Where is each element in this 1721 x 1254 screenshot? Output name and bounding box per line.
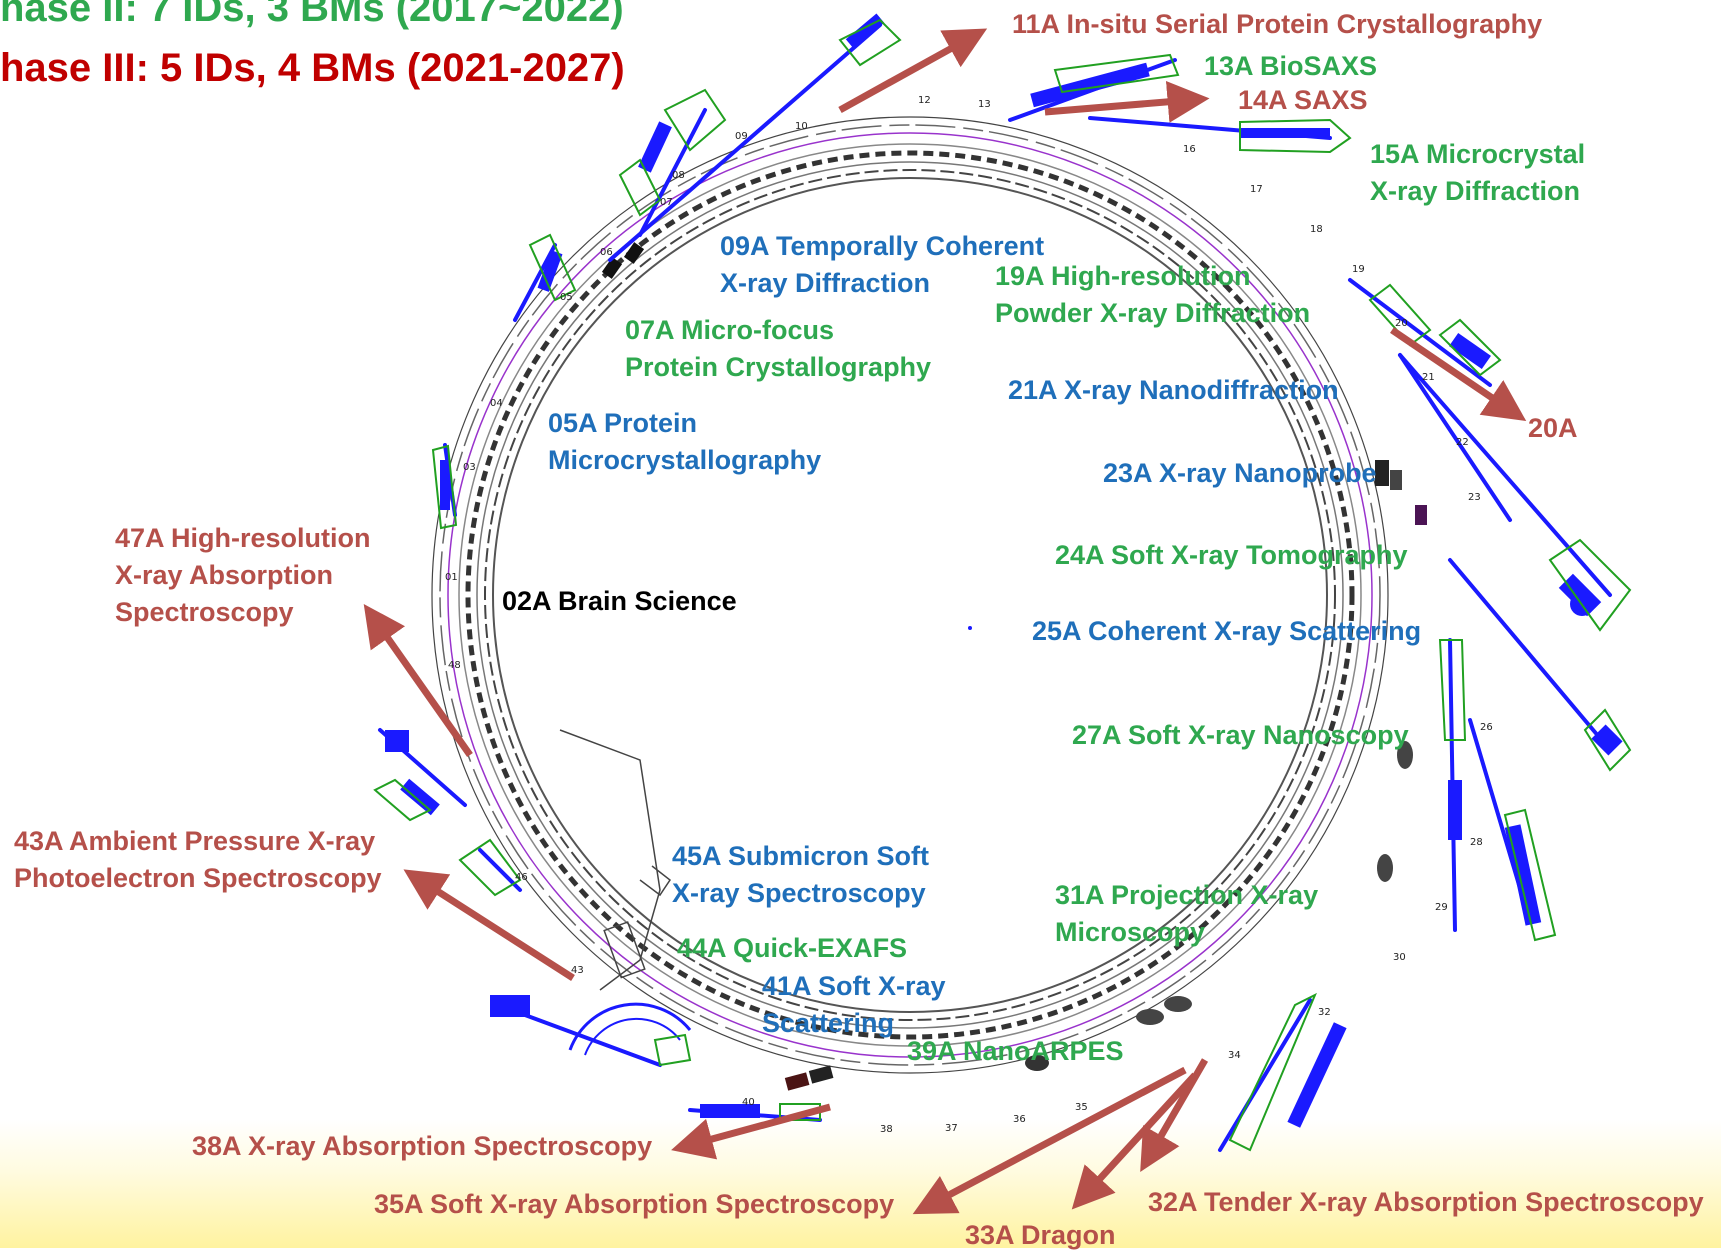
svg-text:40: 40 xyxy=(742,1097,755,1108)
label-35A: 35A Soft X-ray Absorption Spectroscopy xyxy=(374,1189,895,1219)
label-14A: 14A SAXS xyxy=(1238,85,1368,115)
svg-text:34: 34 xyxy=(1228,1050,1241,1061)
yellow-footer-gradient xyxy=(0,1120,1721,1248)
label-33A: 33A Dragon xyxy=(965,1220,1116,1250)
phase-3-title: hase III: 5 IDs, 4 BMs (2021-2027) xyxy=(0,46,625,90)
svg-text:37: 37 xyxy=(945,1123,958,1134)
label-32A: 32A Tender X-ray Absorption Spectroscopy xyxy=(1148,1187,1704,1217)
svg-text:32: 32 xyxy=(1318,1007,1331,1018)
storage-ring xyxy=(431,116,1389,1074)
svg-text:35: 35 xyxy=(1075,1102,1088,1113)
svg-text:16: 16 xyxy=(1183,144,1196,155)
goniometer-arc xyxy=(568,1002,692,1051)
label-02A: 02A Brain Science xyxy=(502,586,737,616)
svg-text:20: 20 xyxy=(1395,318,1408,329)
label-23A: 23A X-ray Nanoprobe xyxy=(1103,458,1377,488)
callout-arrows xyxy=(363,28,1527,1215)
svg-text:30: 30 xyxy=(1393,952,1406,963)
svg-text:01: 01 xyxy=(445,572,458,583)
phase-2-title: hase II: 7 IDs, 3 BMs (2017~2022) xyxy=(0,0,624,30)
svg-text:19: 19 xyxy=(1352,264,1365,275)
svg-text:12: 12 xyxy=(918,95,931,106)
svg-text:09: 09 xyxy=(735,131,748,142)
svg-text:03: 03 xyxy=(463,462,476,473)
svg-text:13: 13 xyxy=(978,99,991,110)
svg-text:05: 05 xyxy=(560,292,573,303)
hutch-outlines xyxy=(373,18,1632,1152)
label-21A: 21A X-ray Nanodiffraction xyxy=(1008,375,1339,405)
svg-text:07: 07 xyxy=(660,197,673,208)
svg-text:06: 06 xyxy=(600,247,613,258)
label-11A: 11A In-situ Serial Protein Crystallograp… xyxy=(1012,9,1543,39)
sector-number-labels: 01 03 04 05 06 07 08 09 10 12 13 16 17 1… xyxy=(445,95,1493,1135)
label-24A: 24A Soft X-ray Tomography xyxy=(1055,540,1408,570)
svg-text:36: 36 xyxy=(1013,1114,1026,1125)
svg-text:43: 43 xyxy=(571,965,584,976)
svg-text:26: 26 xyxy=(1480,722,1493,733)
label-38A: 38A X-ray Absorption Spectroscopy xyxy=(192,1131,653,1161)
svg-text:29: 29 xyxy=(1435,902,1448,913)
svg-text:04: 04 xyxy=(490,398,503,409)
label-27A: 27A Soft X-ray Nanoscopy xyxy=(1072,720,1409,750)
svg-text:10: 10 xyxy=(795,121,808,132)
label-39A: 39A NanoARPES xyxy=(907,1036,1124,1066)
svg-text:17: 17 xyxy=(1250,184,1263,195)
svg-text:23: 23 xyxy=(1468,492,1481,503)
svg-text:46: 46 xyxy=(515,872,528,883)
svg-text:22: 22 xyxy=(1456,437,1469,448)
injector-building-outline xyxy=(559,729,672,991)
ring-components xyxy=(601,242,1427,1091)
label-44A: 44A Quick-EXAFS xyxy=(677,933,908,963)
svg-text:38: 38 xyxy=(880,1124,893,1135)
label-25A: 25A Coherent X-ray Scattering xyxy=(1032,616,1422,646)
svg-text:21: 21 xyxy=(1422,372,1435,383)
svg-text:08: 08 xyxy=(672,170,685,181)
svg-text:48: 48 xyxy=(448,660,461,671)
svg-text:18: 18 xyxy=(1310,224,1323,235)
svg-text:28: 28 xyxy=(1470,837,1483,848)
label-20A: 20A xyxy=(1528,413,1578,443)
label-13A: 13A BioSAXS xyxy=(1204,51,1378,81)
